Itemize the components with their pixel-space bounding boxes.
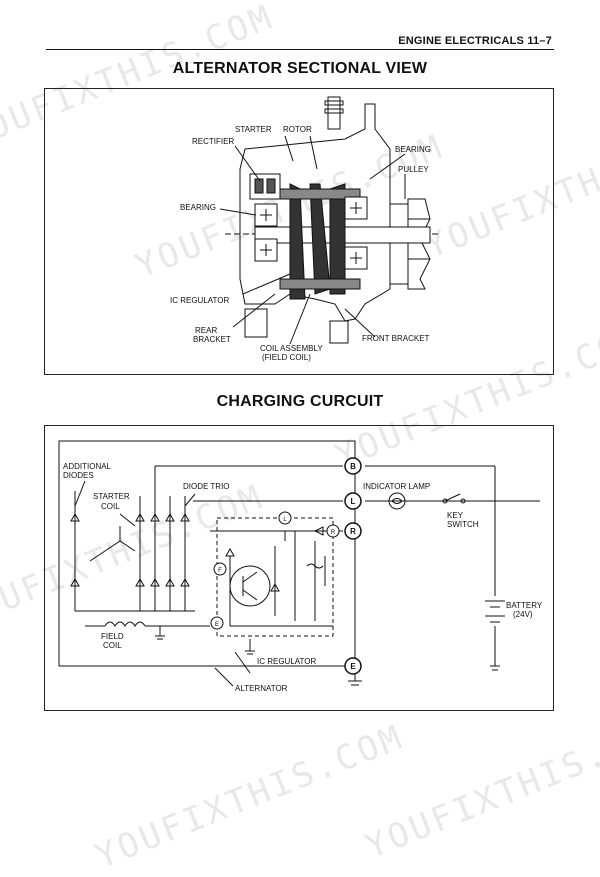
label-pulley: PULLEY: [398, 165, 429, 174]
label-starter: STARTER: [235, 125, 272, 134]
label-key-switch-1: KEY: [447, 511, 464, 520]
header-rule: [46, 49, 554, 50]
label-additional-diodes-2: DIODES: [63, 471, 94, 480]
label-diode-trio: DIODE TRIO: [183, 482, 230, 491]
label-starter-coil-1: STARTER: [93, 492, 130, 501]
watermark: YOUFIXTHIS.COM: [90, 716, 410, 877]
alternator-sectional-diagram: STARTER ROTOR RECTIFIER BEARING PULLEY B…: [170, 96, 440, 362]
terminal-l-internal: L: [283, 517, 287, 523]
label-coil-assembly-2: (FIELD COIL): [262, 353, 311, 362]
page-header: ENGINE ELECTRICALS 11–7: [398, 35, 552, 47]
label-bearing-right: BEARING: [395, 145, 431, 154]
label-rotor: ROTOR: [283, 125, 312, 134]
label-battery-1: BATTERY: [506, 601, 543, 610]
watermark: YOUFIXTHIS.COM: [360, 706, 600, 868]
label-field-coil-1: FIELD: [101, 632, 124, 641]
terminal-r-internal: R: [331, 530, 336, 536]
label-rear-bracket-1: REAR: [195, 326, 217, 335]
charging-circuit-diagram: B L R E L R F E ADDITIONAL DIODES STARTE…: [58, 440, 543, 693]
label-alternator: ALTERNATOR: [235, 684, 288, 693]
label-field-coil-2: COIL: [103, 641, 122, 650]
label-rear-bracket-2: BRACKET: [193, 335, 231, 344]
sectional-view-frame: STARTER ROTOR RECTIFIER BEARING PULLEY B…: [44, 88, 554, 375]
terminal-e-internal: E: [215, 622, 219, 628]
sectional-view-title: ALTERNATOR SECTIONAL VIEW: [172, 60, 428, 77]
label-bearing-left: BEARING: [180, 203, 216, 212]
label-additional-diodes-1: ADDITIONAL: [63, 462, 112, 471]
label-indicator-lamp: INDICATOR LAMP: [363, 482, 430, 491]
charging-circuit-frame: B L R E L R F E ADDITIONAL DIODES STARTE…: [44, 425, 554, 711]
label-coil-assembly-1: COIL ASSEMBLY: [260, 344, 323, 353]
label-rectifier: RECTIFIER: [192, 137, 234, 146]
charging-circuit-title: CHARGING CURCUIT: [216, 393, 384, 410]
terminal-f: F: [218, 568, 222, 574]
terminal-r: R: [350, 527, 356, 536]
terminal-b: B: [350, 462, 356, 471]
terminal-e: E: [350, 662, 356, 671]
label-front-bracket: FRONT BRACKET: [362, 334, 430, 343]
label-key-switch-2: SWITCH: [447, 520, 479, 529]
terminal-l: L: [351, 497, 356, 506]
label-battery-2: (24V): [513, 610, 533, 619]
label-ic-regulator: IC REGULATOR: [170, 296, 229, 305]
label-starter-coil-2: COIL: [101, 502, 120, 511]
label-ic-regulator: IC REGULATOR: [257, 657, 316, 666]
